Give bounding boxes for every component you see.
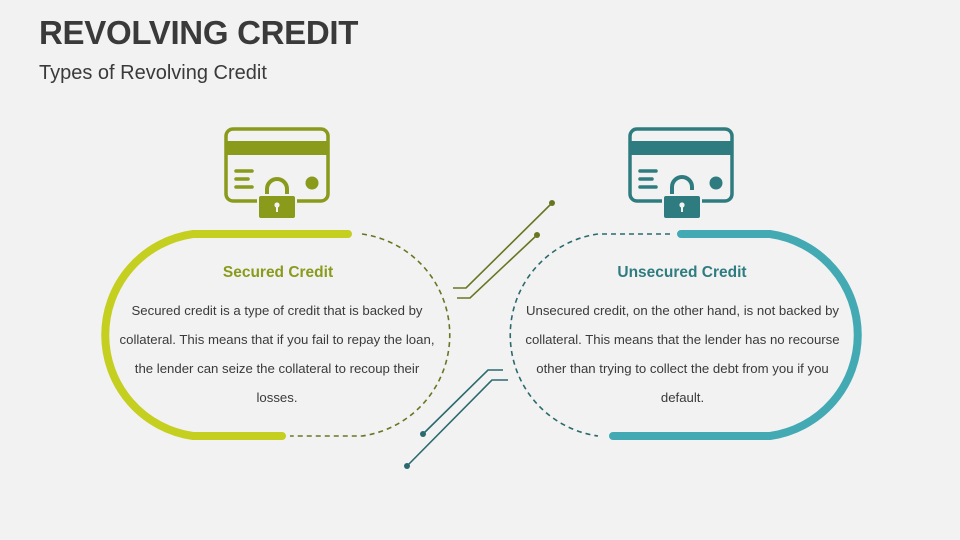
secured-outline-solid — [101, 230, 352, 440]
page-subtitle: Types of Revolving Credit — [39, 62, 267, 84]
unsecured-outline-solid — [609, 230, 862, 440]
secured-heading: Secured Credit — [222, 264, 334, 281]
secured-description: Secured credit is a type of credit that … — [119, 303, 435, 405]
card-locked-icon — [224, 127, 330, 220]
card-unlocked-icon — [628, 127, 734, 220]
unsecured-heading: Unsecured Credit — [617, 264, 747, 281]
unsecured-outline-dashed — [509, 233, 670, 437]
page-title: REVOLVING CREDIT — [39, 14, 359, 51]
connector-lines-unsecured — [404, 369, 508, 469]
unsecured-description: Unsecured credit, on the other hand, is … — [525, 303, 840, 405]
secured-outline-dashed — [290, 233, 451, 437]
connector-lines-secured — [453, 200, 555, 299]
